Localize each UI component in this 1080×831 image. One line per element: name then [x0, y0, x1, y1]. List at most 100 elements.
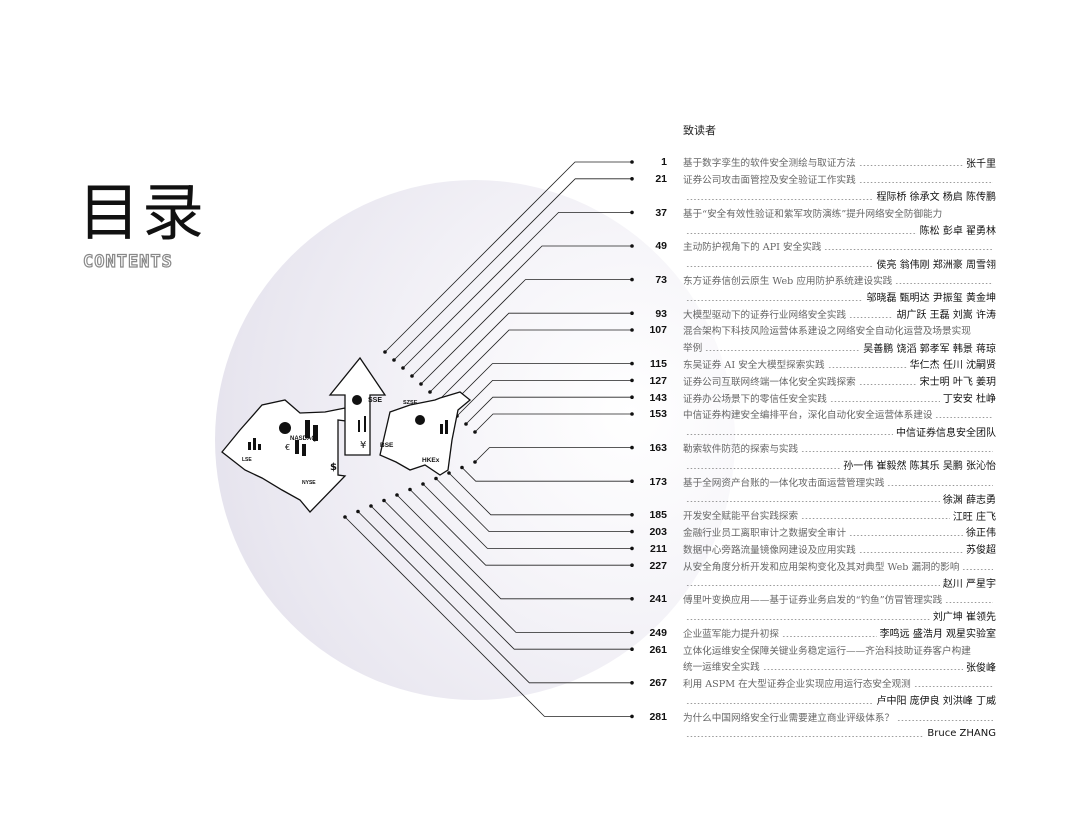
bull-up-arrow: [328, 356, 387, 456]
toc-entry-continued[interactable]: 侯亮 翁伟刚 郑洲豪 周雪翎: [640, 255, 996, 272]
entry-authors: 江旺 庄飞: [952, 511, 996, 523]
entry-line: 证券办公场景下的零信任安全实践丁安安 杜峥: [683, 390, 996, 405]
label-hkex: HKEx: [422, 457, 440, 464]
dot-leader: [897, 712, 993, 721]
connector-dot: [395, 493, 399, 497]
connector-line: [447, 363, 632, 409]
connector-dot: [421, 482, 425, 486]
dot-leader: [829, 393, 940, 402]
dollar-icon: $: [330, 462, 337, 473]
connector-line: [370, 505, 632, 650]
entry-authors: 徐正伟: [966, 528, 996, 540]
page-number: 115: [650, 357, 667, 370]
toc-entry[interactable]: 143 证券办公场景下的零信任安全实践丁安安 杜峥: [640, 389, 996, 406]
connector-dot: [630, 597, 634, 601]
toc-entry[interactable]: 211 数据中心旁路流量镜像网建设及应用实践苏俊超: [640, 540, 996, 557]
entry-authors: 中信证券信息安全团队: [896, 427, 996, 439]
entry-line: 刘广坤 崔领先: [683, 608, 996, 623]
connector-dot: [630, 479, 634, 484]
toc-entry-continued[interactable]: 中信证券信息安全团队: [640, 423, 996, 440]
entry-line: 立体化运维安全保障关键业务稳定运行——齐治科技助证券客户构建: [683, 643, 996, 657]
dot-leader: [962, 561, 993, 570]
toc-entry-continued[interactable]: 孙一伟 崔毅然 陈其乐 吴鹏 张沁怡: [640, 456, 996, 473]
page-number: 93: [655, 307, 667, 320]
entry-authors: 侯亮 翁伟刚 郑洲豪 周雪翎: [876, 259, 996, 271]
dot-leader: [801, 443, 993, 452]
entry-authors: 陈松 彭卓 翟勇林: [919, 226, 996, 238]
page-number: 211: [650, 542, 667, 555]
yen-icon: ¥: [360, 440, 366, 451]
entry-title: 混合架构下科技风险运营体系建设之网络安全自动化运营及场景实现: [683, 326, 971, 338]
toc-entry-continued[interactable]: 邬晓磊 甄明达 尹振玺 黄金坤: [640, 288, 996, 305]
entry-title: 主动防护视角下的 API 安全实践: [683, 242, 822, 254]
connector-dot: [447, 471, 451, 475]
connector-dot: [343, 515, 347, 519]
toc-entry[interactable]: 153 中信证券构建安全编排平台，深化自动化安全运营体系建设: [640, 406, 996, 423]
page-number: 153: [649, 408, 667, 421]
entry-line: 证券公司攻击面管控及安全验证工作实践: [683, 172, 996, 186]
toc-entry-continued[interactable]: 赵川 严星宇: [640, 574, 996, 591]
entry-line: 勒索软件防范的探索与实践: [683, 441, 996, 455]
connector-line: [438, 329, 632, 401]
connector-line: [465, 396, 632, 425]
entry-line: 数据中心旁路流量镜像网建设及应用实践苏俊超: [683, 541, 996, 556]
entry-line: 基于全网资产台账的一体化攻击面运营管理实践: [683, 475, 996, 489]
connector-line: [474, 413, 632, 433]
toc-entry-continued[interactable]: 徐渊 薛志勇: [640, 490, 996, 507]
dot-leader: [858, 376, 917, 385]
toc-entry-continued[interactable]: 程际桥 徐承文 杨启 陈传鹏: [640, 188, 996, 205]
entry-line: 证券公司互联网终端一体化安全实践探索宋士明 叶飞 姜玥: [683, 373, 996, 388]
preface-link[interactable]: 致读者: [683, 124, 716, 137]
entry-line: 中信证券构建安全编排平台，深化自动化安全运营体系建设: [683, 407, 996, 421]
toc-entry-continued[interactable]: 统一运维安全实践张俊峰: [640, 658, 996, 675]
toc-entry-continued[interactable]: 陈松 彭卓 翟勇林: [640, 221, 996, 238]
connector-dot: [630, 177, 634, 181]
entry-line: 孙一伟 崔毅然 陈其乐 吴鹏 张沁怡: [683, 457, 996, 472]
dot-leader: [686, 427, 893, 436]
connector-dot: [630, 378, 634, 383]
connector-dot: [630, 244, 634, 248]
connector-dot: [630, 513, 634, 517]
dot-leader: [858, 544, 963, 553]
entry-authors: 刘广坤 崔领先: [932, 612, 996, 624]
dot-leader: [913, 679, 993, 688]
label-bse: BSE: [380, 442, 394, 449]
entry-title: 东吴证券 AI 安全大模型探索实践: [683, 359, 825, 371]
toc-entry-continued[interactable]: Bruce ZHANG: [640, 725, 996, 742]
entry-line: 企业蓝军能力提升初探李鸣远 盛浩月 观星实验室: [683, 625, 996, 640]
page-number: 143: [649, 391, 667, 404]
connector-dot: [473, 460, 477, 464]
connector-dot: [630, 277, 634, 282]
connector-line: [396, 494, 632, 600]
page-number: 1: [661, 156, 667, 169]
toc-entry-continued[interactable]: 举例吴善鹏 饶滔 郭孝军 韩景 蒋琼: [640, 339, 996, 356]
connector-dot: [630, 361, 634, 366]
toc-entry-continued[interactable]: 刘广坤 崔领先: [640, 608, 996, 625]
connector-dot: [434, 476, 438, 481]
entry-authors: 卢中阳 庞伊良 刘洪峰 丁威: [876, 696, 996, 708]
entry-authors: Bruce ZHANG: [927, 727, 996, 739]
toc-entry-continued[interactable]: 卢中阳 庞伊良 刘洪峰 丁威: [640, 692, 996, 709]
entry-line: 举例吴善鹏 饶滔 郭孝军 韩景 蒋琼: [683, 340, 996, 355]
